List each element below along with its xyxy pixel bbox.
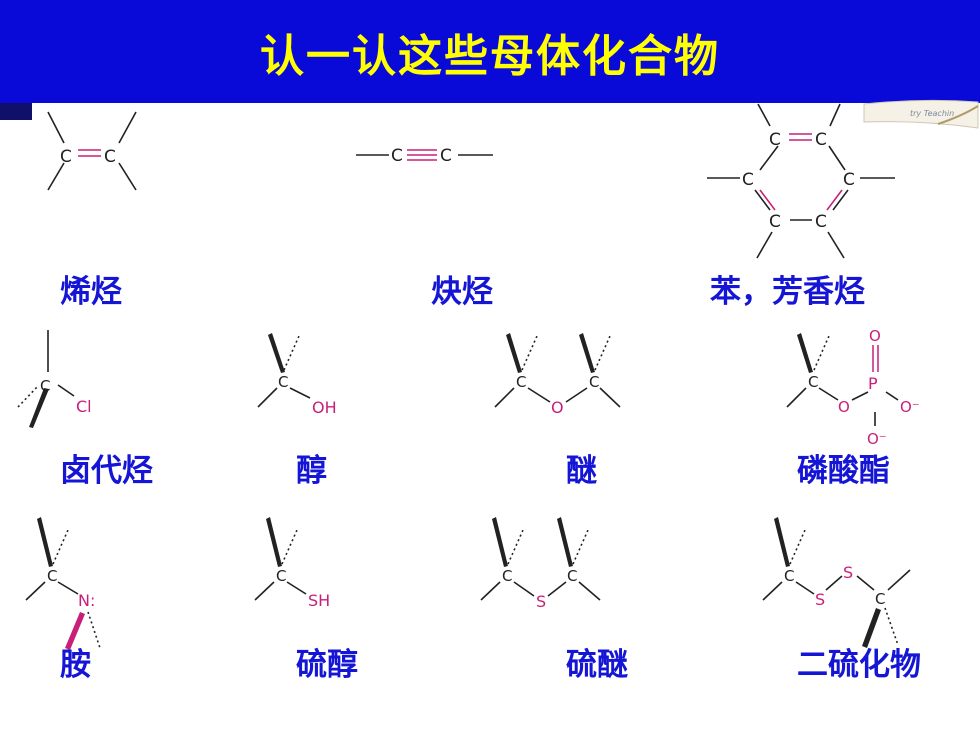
phosphate-atom-o-minus-bottom: O⁻ [867,430,887,448]
thiol-atom-c: C [276,567,286,585]
thioether-atom-s: S [536,592,546,611]
disulfide-atom-s2: S [843,563,853,582]
arene-atom-c2: C [815,130,827,150]
ether-atom-c2: C [589,373,599,391]
arene-atom-c6: C [815,212,827,232]
disulfide-atom-c1: C [784,567,794,585]
thioether-atom-c2: C [567,567,577,585]
alkyne-atom-c2: C [440,146,452,166]
phosphate-atom-o-ester: O [838,398,850,416]
ether-atom-c1: C [516,373,526,391]
thiol-atom-sh: SH [308,591,330,610]
amine-atom-c: C [47,567,57,585]
arene-atom-c5: C [769,212,781,232]
thioether-atom-c1: C [502,567,512,585]
disulfide-atom-c2: C [875,590,885,608]
label-alcohol: 醇 [296,453,327,489]
label-amine: 胺 [60,647,91,683]
alcohol-atom-oh: OH [312,398,337,417]
logo-text: try Teachin [910,109,954,118]
alkene-atom-c2: C [104,147,116,167]
arene-atom-c4: C [843,170,855,190]
ether-atom-o: O [551,398,564,417]
label-arene: 苯，芳香烃 [710,274,865,310]
alcohol-atom-c: C [278,373,288,391]
phosphate-atom-o-double: O [869,327,881,345]
label-haloalkane: 卤代烃 [60,453,153,489]
logo-fragment: try Teachin [863,99,979,129]
alkyne-atom-c1: C [391,146,403,166]
arene-atom-c1: C [769,130,781,150]
title-corner-accent [0,103,32,120]
disulfide-atom-s1: S [815,590,825,609]
amine-atom-n: N: [78,591,95,610]
haloalkane-atom-c: C [40,377,50,395]
label-disulfide: 二硫化物 [797,647,921,683]
haloalkane-atom-cl: Cl [76,397,92,416]
phosphate-atom-o-minus-right: O⁻ [900,398,920,416]
label-alkyne: 炔烃 [431,274,493,310]
phosphate-atom-c: C [808,373,818,391]
arene-atom-c3: C [742,170,754,190]
label-ether: 醚 [566,453,597,489]
phosphate-atom-p: P [868,374,878,393]
label-thioether: 硫醚 [566,647,628,683]
slide-title-bar: 认一认这些母体化合物 [0,0,980,103]
alkene-atom-c1: C [60,147,72,167]
label-phosphate-ester: 磷酸酯 [797,453,890,489]
slide-title: 认一认这些母体化合物 [260,30,720,82]
label-alkene: 烯烃 [60,274,122,310]
label-thiol: 硫醇 [296,647,358,683]
